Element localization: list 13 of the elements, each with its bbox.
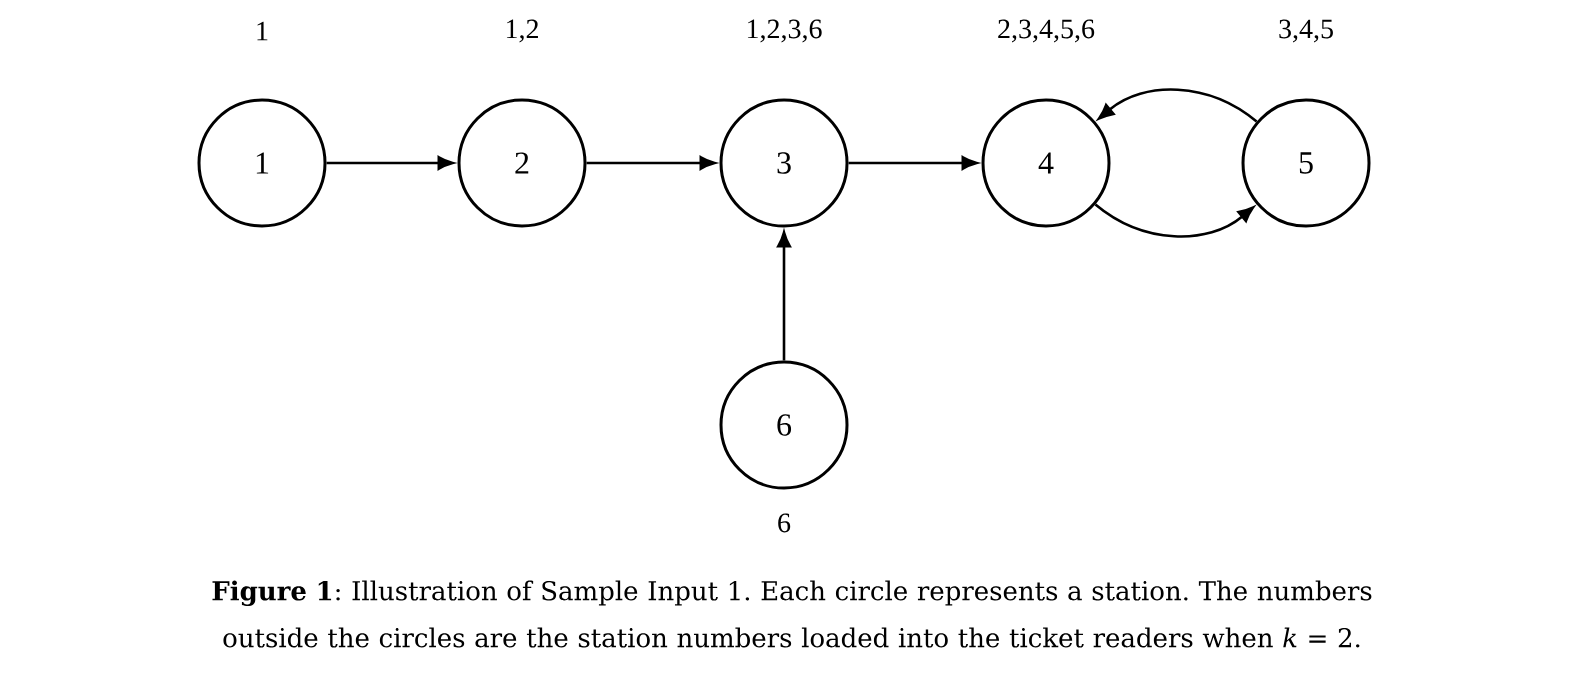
arrow xyxy=(777,231,791,361)
station-list: 2,3,4,5,6 xyxy=(998,19,1095,43)
caption: Figure 1: Illustration of Sample Input 1. Each circle represents a station. The numbers outside the circles are the station numbers loaded into the ticket readers when k = 2. xyxy=(212,580,1372,648)
arrow xyxy=(326,156,454,170)
arrow xyxy=(1094,203,1255,238)
station-list: 1 xyxy=(257,21,268,41)
arrow xyxy=(848,156,978,170)
station-list: 1,2 xyxy=(506,19,538,43)
station-list: 3,4,5 xyxy=(1279,19,1333,43)
station-list: 1,2,3,6 xyxy=(747,19,822,43)
station-list: 6 xyxy=(778,513,791,533)
arrow xyxy=(586,156,716,170)
arrow xyxy=(1098,88,1258,123)
